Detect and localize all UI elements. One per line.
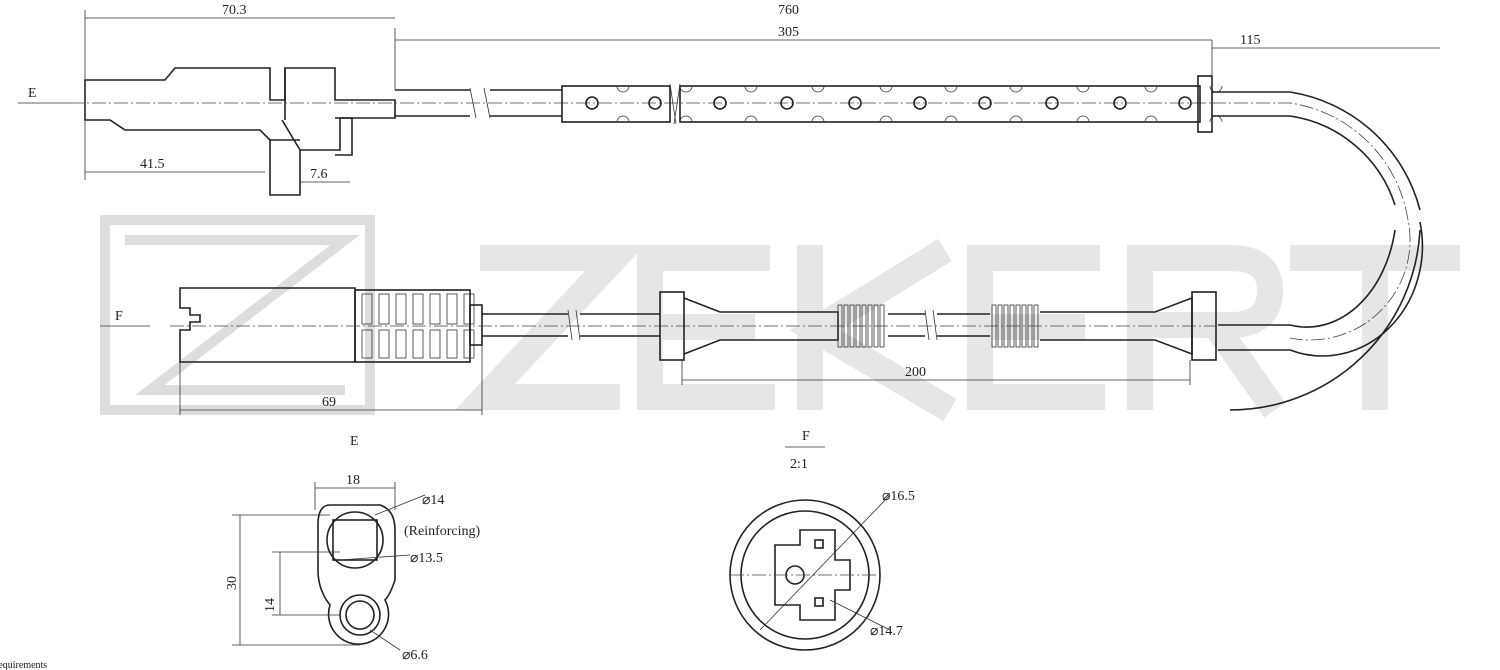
clip-hole xyxy=(848,96,862,110)
sensor-head-top xyxy=(84,67,396,196)
grip-rib xyxy=(395,329,407,359)
view-arrow-f: F xyxy=(115,309,123,324)
dim-41-5: 41.5 xyxy=(140,157,165,172)
clip-notch xyxy=(679,85,693,123)
zekert-watermark-logo xyxy=(100,215,1460,422)
dim-115: 115 xyxy=(1240,33,1260,48)
clip-notch xyxy=(811,85,825,123)
dim-dia14: ⌀14 xyxy=(422,493,444,508)
dim-760: 760 xyxy=(778,3,799,18)
clip-hole xyxy=(913,96,927,110)
seal-rib xyxy=(1015,304,1021,348)
clip-hole xyxy=(1045,96,1059,110)
dim-305: 305 xyxy=(778,25,799,40)
clip-notch xyxy=(944,85,958,123)
dim-14: 14 xyxy=(263,598,278,612)
grip-rib xyxy=(361,293,373,325)
view-f-scale: 2:1 xyxy=(790,457,808,472)
grip-rib xyxy=(429,329,441,359)
dim-dia14-7: ⌀14.7 xyxy=(870,624,903,639)
dim-18: 18 xyxy=(346,473,360,488)
seal-rib xyxy=(867,304,873,348)
view-e-title: E xyxy=(350,434,359,449)
clip-hole xyxy=(713,96,727,110)
seal-rib xyxy=(873,304,879,348)
clip-hole xyxy=(648,96,662,110)
view-f-title: F xyxy=(802,429,810,444)
dim-reinforcing: (Reinforcing) xyxy=(404,524,481,539)
view-e-sensor xyxy=(317,504,396,645)
clip-hole xyxy=(585,96,599,110)
clip-notch xyxy=(879,85,893,123)
clip-notch xyxy=(1144,85,1158,123)
seal-rib xyxy=(843,304,849,348)
grip-rib xyxy=(429,293,441,325)
seal-rib xyxy=(997,304,1003,348)
seal-rib xyxy=(861,304,867,348)
grip-rib xyxy=(412,293,424,325)
grip-rib xyxy=(463,293,475,325)
clip-notch xyxy=(1076,85,1090,123)
seal-rib xyxy=(879,304,885,348)
connector-sleeve-right xyxy=(991,291,1217,361)
clip-notch xyxy=(744,85,758,123)
clip-hole xyxy=(1113,96,1127,110)
dim-69: 69 xyxy=(322,395,336,410)
dim-70-3: 70.3 xyxy=(222,3,247,18)
seal-rib xyxy=(1009,304,1015,348)
dim-dia13-5: ⌀13.5 xyxy=(410,551,443,566)
grip-rib xyxy=(446,329,458,359)
dim-dia6-6: ⌀6.6 xyxy=(402,648,428,663)
grip-rib xyxy=(378,293,390,325)
clip-notch xyxy=(616,85,630,123)
dim-7-6: 7.6 xyxy=(310,167,328,182)
grip-rib xyxy=(361,329,373,359)
grip-rib xyxy=(463,329,475,359)
sensor-head-bottom xyxy=(179,287,483,363)
seal-rib xyxy=(991,304,997,348)
dim-dia16-5: ⌀16.5 xyxy=(882,489,915,504)
seal-rib xyxy=(855,304,861,348)
seal-rib xyxy=(1027,304,1033,348)
clip-hole xyxy=(780,96,794,110)
grip-rib xyxy=(395,293,407,325)
seal-rib xyxy=(1033,304,1039,348)
view-f-connector xyxy=(729,499,881,651)
seal-rib xyxy=(837,304,843,348)
grip-rib xyxy=(446,293,458,325)
grip-rib xyxy=(378,329,390,359)
view-arrow-e: E xyxy=(28,86,37,101)
grip-rib xyxy=(412,329,424,359)
clip-hole xyxy=(1178,96,1192,110)
seal-rib xyxy=(1003,304,1009,348)
clip-notch xyxy=(1009,85,1023,123)
seal-rib xyxy=(849,304,855,348)
connector-sleeve-left xyxy=(659,291,885,361)
seal-rib xyxy=(1021,304,1027,348)
clip-hole xyxy=(978,96,992,110)
cable-clip-strip xyxy=(561,75,1223,133)
dim-200: 200 xyxy=(905,365,926,380)
dim-30: 30 xyxy=(225,576,240,590)
footer-note: requirements xyxy=(0,660,47,670)
